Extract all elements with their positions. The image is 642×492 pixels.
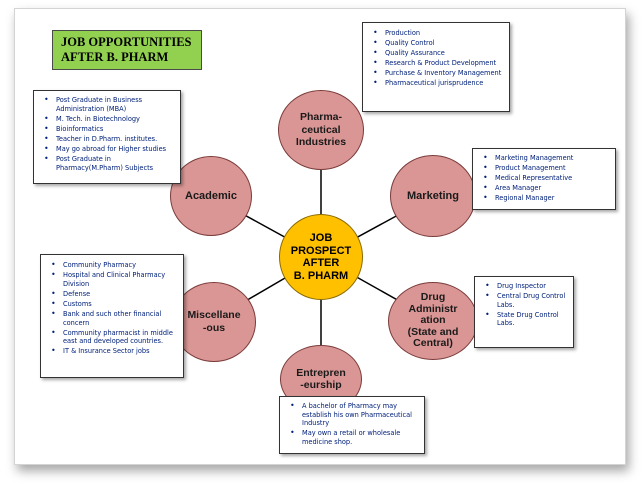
- list-item: Quality Assurance: [369, 49, 505, 58]
- center-node-job-prospect: JOB PROSPECT AFTER B. PHARM: [279, 214, 363, 300]
- box-miscellaneous: Community Pharmacy Hospital and Clinical…: [40, 254, 184, 378]
- list-item: Central Drug Control Labs.: [481, 292, 569, 309]
- list-item: Purchase & Inventory Management: [369, 69, 505, 78]
- list-item: State Drug Control Labs.: [481, 311, 569, 328]
- list-item: Post Graduate in Business Administration…: [40, 96, 176, 113]
- list-item: May own a retail or wholesale medicine s…: [286, 429, 420, 446]
- title-line-2: AFTER B. PHARM: [61, 50, 169, 64]
- list-item: Marketing Management: [479, 154, 611, 163]
- box-drug-administration: Drug Inspector Central Drug Control Labs…: [474, 276, 574, 348]
- list-item: Regional Manager: [479, 194, 611, 203]
- node-academic: Academic: [170, 156, 252, 236]
- node-miscellaneous: Miscellane -ous: [172, 282, 256, 362]
- list-item: Quality Control: [369, 39, 505, 48]
- box-pharma-industries: Production Quality Control Quality Assur…: [362, 22, 510, 112]
- list-item: Bank and such other financial concern: [47, 310, 179, 327]
- box-academic: Post Graduate in Business Administration…: [33, 90, 181, 184]
- title-line-1: JOB OPPORTUNITIES: [61, 35, 192, 49]
- list-item: Hospital and Clinical Pharmacy Division: [47, 271, 179, 288]
- list-item: Bioinformatics: [40, 125, 176, 134]
- box-marketing: Marketing Management Product Management …: [472, 148, 616, 210]
- list-item: M. Tech. in Biotechnology: [40, 115, 176, 124]
- list-item: May go abroad for Higher studies: [40, 145, 176, 154]
- list-item: Community pharmacist in middle east and …: [47, 329, 179, 346]
- list-item: IT & Insurance Sector jobs: [47, 347, 179, 356]
- node-marketing: Marketing: [390, 155, 476, 237]
- list-item: Teacher in D.Pharm. institutes.: [40, 135, 176, 144]
- node-pharmaceutical-industries: Pharma- ceutical Industries: [278, 90, 364, 170]
- list-item: Drug Inspector: [481, 282, 569, 291]
- page-title: JOB OPPORTUNITIES AFTER B. PHARM: [52, 30, 202, 70]
- list-item: Community Pharmacy: [47, 261, 179, 270]
- list-item: Product Management: [479, 164, 611, 173]
- list-item: Pharmaceutical jurisprudence: [369, 79, 505, 88]
- list-item: Research & Product Development: [369, 59, 505, 68]
- list-item: Area Manager: [479, 184, 611, 193]
- list-item: Medical Representative: [479, 174, 611, 183]
- list-item: Defense: [47, 290, 179, 299]
- list-item: Production: [369, 29, 505, 38]
- list-item: Customs: [47, 300, 179, 309]
- list-item: A bachelor of Pharmacy may establish his…: [286, 402, 420, 428]
- node-drug-administration: Drug Administr ation (State and Central): [388, 282, 478, 360]
- box-entrepreneurship: A bachelor of Pharmacy may establish his…: [279, 396, 425, 454]
- list-item: Post Graduate in Pharmacy(M.Pharm) Subje…: [40, 155, 176, 172]
